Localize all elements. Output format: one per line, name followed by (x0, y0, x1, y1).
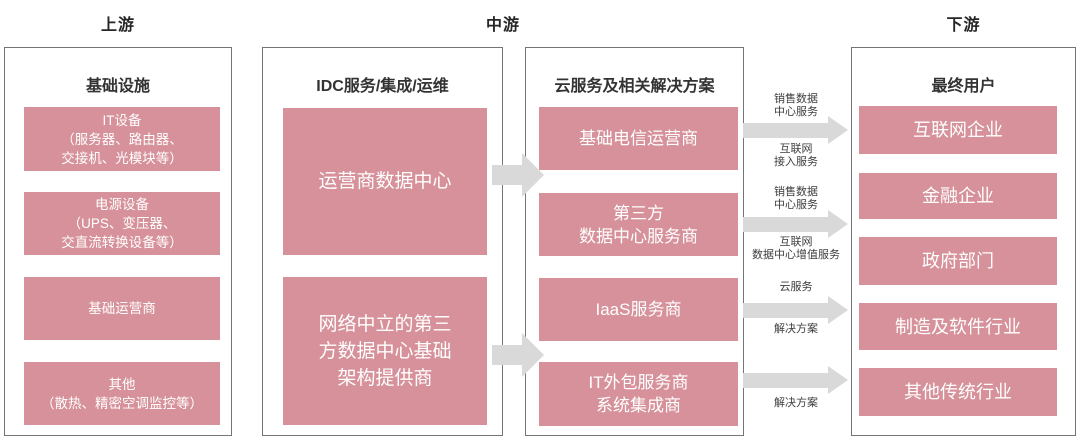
flow-label-line: 解决方案 (774, 323, 818, 335)
box-text-line: （服务器、路由器、 (61, 131, 183, 147)
column-title-infrastructure: 基础设施 (85, 78, 150, 95)
box-text-line: 金融企业 (922, 186, 994, 206)
box-operator-data-center: 运营商数据中心 (283, 108, 487, 255)
section-header-midstream: 中游 (485, 17, 520, 34)
box-text-line: IaaS服务商 (595, 300, 682, 319)
box-text-line: 系统集成商 (596, 396, 681, 415)
box-text-line: 网络中立的第三 (318, 313, 452, 335)
box-government-departments: 政府部门 (859, 237, 1057, 285)
column-cloud-services: 云服务及相关解决方案 基础电信运营商 第三方 数据中心服务商 IaaS服务商 I… (525, 47, 744, 436)
box-other-traditional-industries: 其他传统行业 (859, 368, 1057, 416)
box-text-line: 数据中心服务商 (579, 226, 698, 246)
box-text-line: 第三方 (613, 203, 664, 223)
column-title-end-users: 最终用户 (931, 78, 996, 95)
section-header-upstream: 上游 (100, 17, 135, 34)
box-it-outsourcing-system-integrators: IT外包服务商 系统集成商 (539, 362, 738, 426)
box-text-line: IT外包服务商 (588, 373, 689, 392)
box-basic-operators: 基础运营商 (24, 277, 220, 340)
box-financial-companies: 金融企业 (859, 173, 1057, 219)
box-power-equipment: 电源设备 （UPS、变压器、 交直流转换设备等） (24, 192, 220, 255)
column-infrastructure: 基础设施 IT设备 （服务器、路由器、 交接机、光模块等） 电源设备 （UPS、… (4, 47, 232, 436)
box-text-line: IT设备 (102, 112, 142, 128)
arrow-cloud-service (743, 303, 828, 318)
flow-label-idc-value-added-services: 互联网 数据中心增值服务 (744, 236, 848, 262)
arrow-to-financial-companies-head (828, 210, 848, 238)
box-text-line: 基础运营商 (88, 301, 156, 316)
arrow-idc-to-cloud-1 (492, 165, 522, 185)
flow-label-line: 解决方案 (774, 397, 818, 409)
box-third-party-dc-providers: 第三方 数据中心服务商 (539, 193, 738, 256)
arrow-to-internet-companies-head (828, 116, 848, 144)
box-text-line: （UPS、变压器、 (67, 216, 177, 231)
column-title-idc-services: IDC服务/集成/运维 (316, 78, 449, 95)
flow-label-line: 互联网 (779, 143, 813, 155)
section-header-downstream: 下游 (946, 17, 981, 34)
arrow-idc-to-cloud-1-head (522, 153, 544, 197)
box-manufacturing-software-industries: 制造及软件行业 (859, 303, 1057, 350)
box-text-line: 互联网企业 (913, 120, 1003, 140)
box-text-line: 其他 (108, 376, 136, 392)
column-title-cloud-services: 云服务及相关解决方案 (554, 78, 715, 95)
column-idc-services: IDC服务/集成/运维 运营商数据中心 网络中立的第三 方数据中心基础 架构提供… (262, 47, 503, 436)
flow-label-line: 互联网 (779, 236, 813, 248)
box-text-line: 交直流转换设备等） (61, 235, 183, 250)
arrow-solutions (743, 373, 828, 388)
box-internet-companies: 互联网企业 (859, 106, 1057, 154)
flow-label-line: 云服务 (779, 281, 813, 293)
column-end-users: 最终用户 互联网企业 金融企业 政府部门 制造及软件行业 其他传统行业 (851, 47, 1076, 436)
box-text-line: 其他传统行业 (904, 382, 1012, 402)
box-text-line: 架构提供商 (337, 367, 433, 389)
box-text-line: 交接机、光模块等） (61, 150, 183, 166)
box-text-line: 运营商数据中心 (318, 171, 452, 192)
arrow-to-internet-companies (743, 123, 828, 138)
box-text-line: 电源设备 (95, 197, 149, 212)
flow-label-line: 销售数据 (774, 93, 818, 105)
box-other-infrastructure: 其他 （散热、精密空调监控等） (24, 362, 220, 425)
flow-label-line: 中心服务 (774, 106, 818, 118)
box-iaas-providers: IaaS服务商 (539, 278, 738, 341)
box-text-line: 制造及软件行业 (895, 316, 1021, 337)
box-text-line: 政府部门 (922, 251, 994, 271)
box-neutral-third-party-provider: 网络中立的第三 方数据中心基础 架构提供商 (283, 277, 487, 425)
box-text-line: （散热、精密空调监控等） (41, 395, 203, 411)
box-text-line: 方数据中心基础 (318, 340, 452, 362)
flow-label-line: 销售数据 (774, 186, 818, 198)
box-it-equipment: IT设备 （服务器、路由器、 交接机、光模块等） (24, 107, 220, 171)
arrow-idc-to-cloud-2 (492, 345, 522, 365)
flow-label-sales-dc-services-1: 销售数据 中心服务 (744, 93, 848, 119)
flow-label-solutions-2: 解决方案 (744, 397, 848, 410)
arrow-idc-to-cloud-2-head (522, 333, 544, 377)
arrow-solutions-head (828, 366, 848, 394)
flow-label-line: 接入服务 (774, 156, 818, 168)
flow-label-solutions-1: 解决方案 (744, 323, 848, 336)
flow-label-line: 数据中心增值服务 (752, 249, 840, 261)
flow-label-line: 中心服务 (774, 199, 818, 211)
flow-label-internet-access-services: 互联网 接入服务 (744, 143, 848, 169)
flow-label-cloud-service: 云服务 (744, 281, 848, 294)
box-basic-telecom-operators: 基础电信运营商 (539, 107, 738, 170)
arrow-to-financial-companies (743, 217, 828, 232)
box-text-line: 基础电信运营商 (579, 129, 698, 148)
flow-label-sales-dc-services-2: 销售数据 中心服务 (744, 186, 848, 212)
arrow-cloud-service-head (828, 296, 848, 324)
